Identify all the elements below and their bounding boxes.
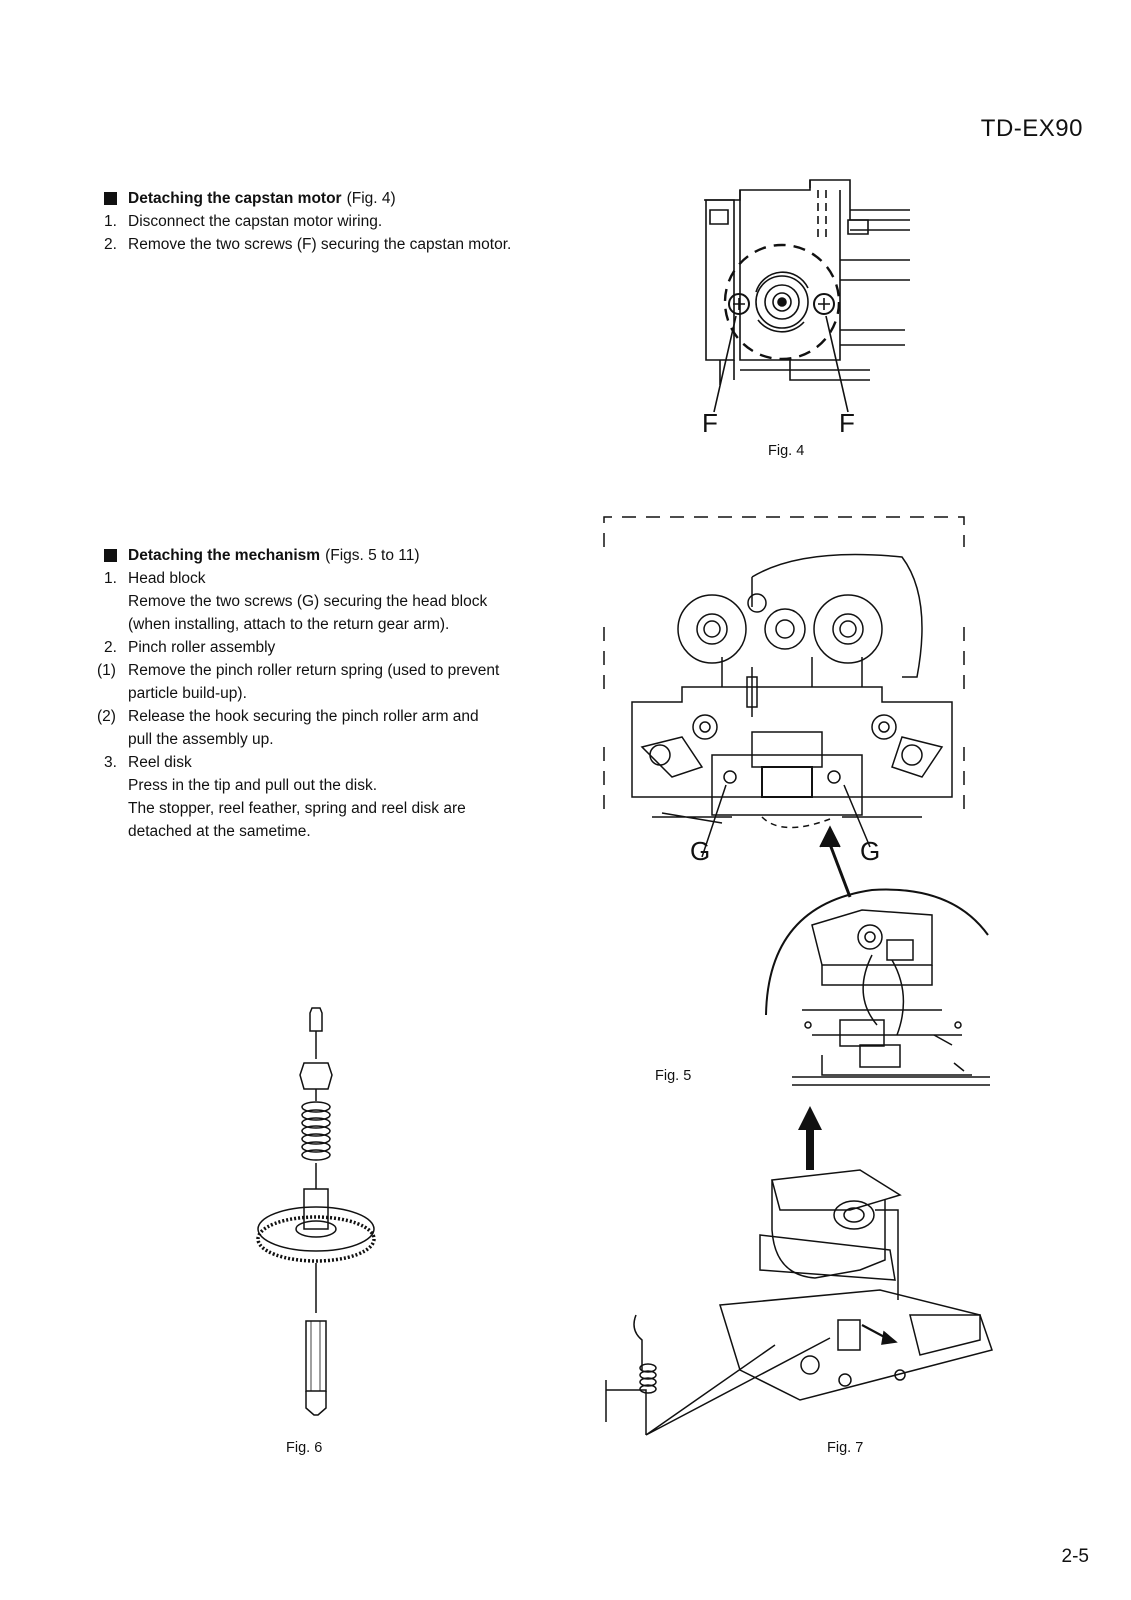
section-heading: Detaching the mechanism (Figs. 5 to 11) [104, 544, 504, 567]
substep-item: (2) Release the hook securing the pinch … [97, 705, 504, 751]
substep-text: Remove the pinch roller return spring (u… [128, 662, 500, 702]
screw-label-f: F [839, 408, 855, 438]
section-title: Detaching the capstan motor [128, 190, 342, 207]
screw-label-g: G [690, 836, 711, 866]
step-text: Disconnect the capstan motor wiring. [128, 213, 383, 230]
section-mechanism: Detaching the mechanism (Figs. 5 to 11) … [97, 544, 504, 843]
figure-caption: Fig. 7 [827, 1440, 864, 1456]
square-bullet-icon [104, 549, 117, 562]
step-text: Press in the tip and pull out the disk. [128, 777, 378, 794]
page-number: 2-5 [1061, 1546, 1089, 1567]
figure-reference: (Figs. 5 to 11) [325, 547, 420, 564]
section-heading: Detaching the capstan motor (Fig. 4) [104, 187, 514, 210]
screw-label-g: G [860, 836, 881, 866]
step-item: 1. Disconnect the capstan motor wiring. [104, 210, 514, 233]
figure-reference: (Fig. 4) [346, 190, 396, 207]
substep-number: (1) [97, 662, 116, 679]
figure-caption: Fig. 6 [286, 1440, 323, 1456]
step-title: Reel disk [128, 754, 192, 771]
fig5-mechanism-illustration [602, 517, 970, 887]
fig6-reel-disk-exploded-illustration [256, 1003, 376, 1428]
substep-item: (1) Remove the pinch roller return sprin… [97, 659, 504, 705]
fig4-capstan-motor-illustration [700, 180, 920, 420]
fig5-detail-inset-illustration [762, 885, 990, 1090]
step-item: 2. Pinch roller assembly [104, 636, 504, 659]
section-capstan-motor: Detaching the capstan motor (Fig. 4) 1. … [104, 187, 514, 256]
fig7-pinch-roller-illustration [600, 1106, 1000, 1440]
step-item: 3. Reel disk [104, 751, 504, 774]
step-number: 3. [104, 754, 117, 771]
substep-text: Release the hook securing the pinch roll… [128, 708, 479, 748]
section-title: Detaching the mechanism [128, 547, 321, 564]
step-text: Remove the two screws (G) securing the h… [128, 593, 488, 633]
step-item: 1. Head block [104, 567, 504, 590]
step-item: 2. Remove the two screws (F) securing th… [104, 233, 514, 256]
step-title: Head block [128, 570, 206, 587]
step-number: 2. [104, 639, 117, 656]
model-number: TD-EX90 [980, 115, 1083, 142]
step-text: Remove the two screws (F) securing the c… [128, 236, 512, 253]
step-number: 2. [104, 236, 117, 253]
figure-caption: Fig. 5 [655, 1068, 692, 1084]
screw-label-f: F [702, 408, 718, 438]
step-number: 1. [104, 570, 117, 587]
step-number: 1. [104, 213, 117, 230]
step-text: The stopper, reel feather, spring and re… [128, 800, 466, 840]
square-bullet-icon [104, 192, 117, 205]
substep-number: (2) [97, 708, 116, 725]
step-title: Pinch roller assembly [128, 639, 276, 656]
figure-caption: Fig. 4 [768, 443, 805, 459]
